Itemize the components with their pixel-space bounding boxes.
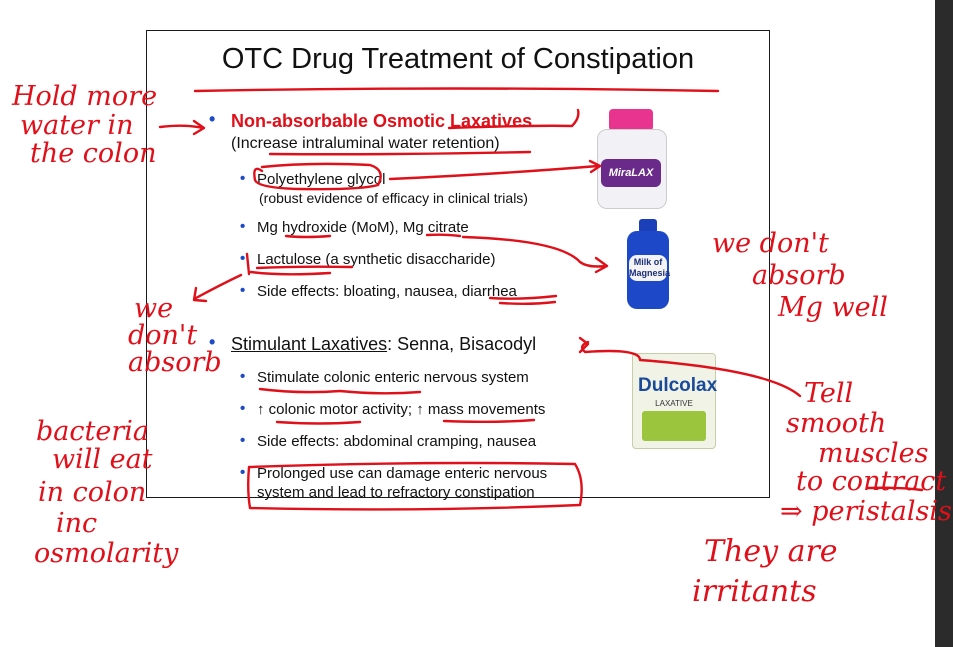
annotation-smooth-3: muscles: [818, 438, 929, 469]
dulcolax-sub: LAXATIVE: [655, 399, 693, 408]
annotation-hold-water-3: the colon: [30, 138, 157, 169]
annotation-mg-2: absorb: [752, 260, 846, 291]
mom-label-line2: Magnesia: [629, 268, 671, 278]
annotation-bacteria-1: bacteria: [36, 416, 149, 447]
item-prolonged-2: system and lead to refractory constipati…: [257, 484, 535, 501]
dulcolax-stripe: [642, 411, 706, 441]
bullet-dot: •: [209, 332, 216, 352]
bullet-dot: •: [240, 400, 246, 417]
bullet-dot: •: [240, 218, 246, 235]
dulcolax-image: Dulcolax LAXATIVE: [632, 353, 718, 449]
section1-heading: Non-absorbable Osmotic Laxatives: [231, 111, 533, 131]
item-side-effects-1: Side effects: bloating, nausea, diarrhea: [257, 283, 517, 300]
annotation-bacteria-5: osmolarity: [34, 538, 179, 569]
item-mg: Mg hydroxide (MoM), Mg citrate: [257, 219, 469, 236]
scrollbar[interactable]: [935, 0, 953, 647]
bullet-dot: •: [240, 282, 246, 299]
mom-label-line1: Milk of: [633, 257, 663, 267]
section2-heading-rest: : Senna, Bisacodyl: [387, 334, 537, 354]
item-lactulose: Lactulose (a synthetic disaccharide): [257, 251, 496, 268]
bullet-dot: •: [240, 170, 246, 187]
annotation-bacteria-3: in colon: [38, 477, 147, 508]
miralax-image: MiraLAX: [595, 109, 667, 209]
dulcolax-label: Dulcolax: [638, 375, 718, 396]
section2-heading-main: Stimulant Laxatives: [231, 334, 388, 354]
slide-title: OTC Drug Treatment of Constipation: [221, 43, 695, 75]
bullet-dot: •: [240, 250, 246, 267]
item-peg-note: (robust evidence of efficacy in clinical…: [259, 190, 528, 206]
annotation-we-dont-absorb-2: don't: [128, 320, 198, 351]
annotation-smooth-4: to contract: [796, 466, 947, 497]
annotation-bacteria-4: inc: [56, 508, 98, 539]
item-stimulate: Stimulate colonic enteric nervous system: [257, 369, 529, 386]
bullet-dot: •: [240, 368, 246, 385]
slide: OTC Drug Treatment of Constipation • Non…: [146, 30, 770, 501]
item-prolonged-1: Prolonged use can damage enteric nervous: [257, 465, 548, 482]
annotation-smooth-5: ⇒ peristalsis: [780, 496, 952, 527]
item-side-effects-2: Side effects: abdominal cramping, nausea: [257, 433, 537, 450]
miralax-cap: [609, 109, 653, 131]
annotation-mg-1: we don't: [712, 228, 829, 259]
section1-subheading: (Increase intraluminal water retention): [231, 135, 500, 152]
annotation-hold-water-1: Hold more: [12, 81, 158, 112]
annotation-smooth-1: Tell: [804, 378, 854, 409]
annotation-irritants-1: They are: [704, 534, 838, 569]
annotation-we-dont-absorb-1: we: [134, 293, 174, 324]
item-peg: Polyethylene glycol: [257, 171, 386, 188]
bullet-dot: •: [240, 464, 246, 481]
bullet-dot: •: [209, 109, 216, 129]
mom-cap: [639, 219, 657, 233]
annotation-hold-water-2: water in: [20, 110, 134, 141]
annotation-irritants-2: irritants: [692, 574, 817, 609]
annotation-smooth-2: smooth: [786, 408, 887, 439]
annotation-mg-3: Mg well: [778, 292, 888, 323]
item-motor: ↑ colonic motor activity; ↑ mass movemen…: [257, 401, 546, 418]
annotation-we-dont-absorb-3: absorb: [128, 347, 222, 378]
bullet-dot: •: [240, 432, 246, 449]
miralax-label: MiraLAX: [601, 159, 661, 187]
section2-heading: Stimulant Laxatives: Senna, Bisacodyl: [231, 334, 536, 355]
annotation-bacteria-2: will eat: [52, 444, 153, 475]
